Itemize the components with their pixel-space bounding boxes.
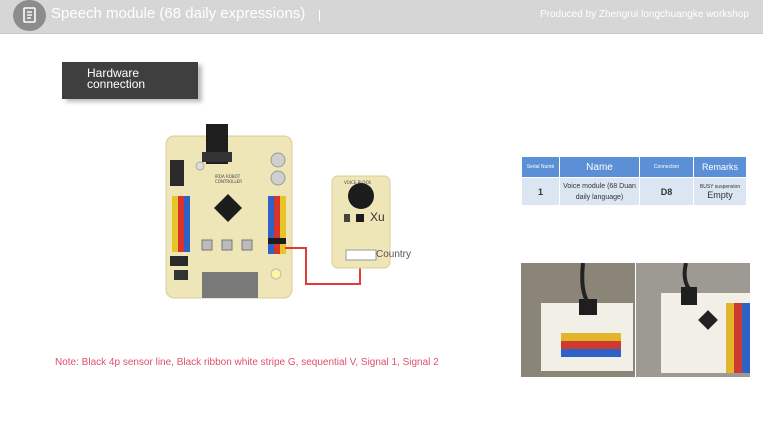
svg-text:CONTROLLER: CONTROLLER bbox=[215, 179, 242, 184]
table-row: 1 Voice module (68 Duan daily language) … bbox=[521, 177, 747, 206]
col-connection-header: Connection bbox=[639, 156, 694, 178]
wiring-note: Note: Black 4p sensor line, Black ribbon… bbox=[55, 357, 439, 368]
wiring-diagram: IRDA ROBOT CONTROLLER VOICE BLOCK bbox=[160, 118, 420, 313]
section-tag: Hardware connection bbox=[62, 62, 198, 99]
svg-text:IRDA ROBOT: IRDA ROBOT bbox=[215, 174, 241, 179]
section-tag-label: Hardware connection bbox=[87, 66, 146, 91]
col-remarks-header: Remarks bbox=[693, 156, 747, 178]
cell-remarks: BUSY suspension Empty bbox=[693, 177, 747, 206]
cell-remarks-small: BUSY suspension bbox=[699, 183, 741, 190]
cell-connection: D8 bbox=[639, 177, 694, 206]
connection-wire bbox=[285, 247, 361, 285]
svg-text:VOICE BLOCK: VOICE BLOCK bbox=[344, 180, 371, 185]
page-title: Speech module (68 daily expressions) bbox=[51, 5, 306, 22]
cell-serial: 1 bbox=[521, 177, 560, 206]
document-icon bbox=[13, 0, 46, 31]
top-header-bar: Speech module (68 daily expressions) Pro… bbox=[0, 0, 763, 34]
spec-table: Serial Numb Name Connection Remarks 1 Vo… bbox=[521, 156, 747, 206]
col-name-header: Name bbox=[559, 156, 640, 178]
cell-remarks-main: Empty bbox=[707, 189, 733, 200]
col-serial-header: Serial Numb bbox=[521, 156, 560, 178]
header-divider bbox=[319, 10, 320, 21]
module-photos bbox=[521, 262, 750, 377]
label-xu: Xu bbox=[370, 210, 385, 224]
table-header-row: Serial Numb Name Connection Remarks bbox=[521, 156, 747, 178]
label-country: Country bbox=[376, 249, 412, 260]
credit-text: Produced by Zhengrui longchuangke worksh… bbox=[539, 9, 749, 20]
cell-name: Voice module (68 Duan daily language) bbox=[559, 177, 640, 206]
